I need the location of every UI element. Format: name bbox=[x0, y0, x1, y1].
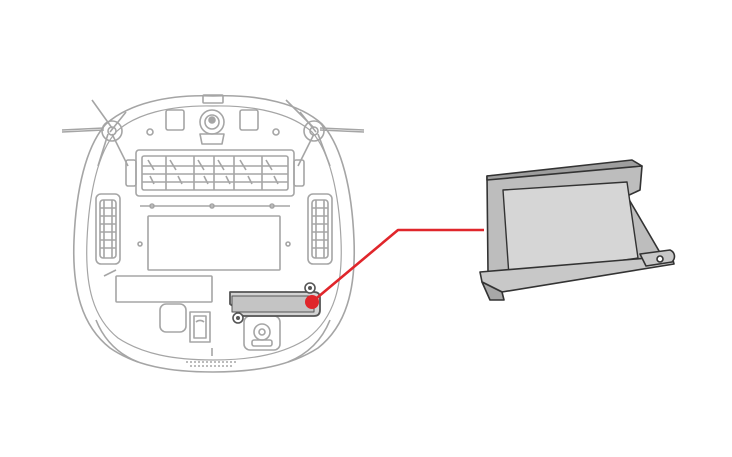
battery-cover bbox=[115, 275, 213, 303]
rear-grille bbox=[186, 361, 238, 367]
label-panel bbox=[147, 215, 281, 271]
part-bottom-edge bbox=[481, 281, 505, 301]
bumper-arc-left bbox=[95, 319, 139, 363]
screw-icon bbox=[146, 128, 154, 136]
screw-icon bbox=[285, 241, 291, 247]
drive-wheel-left bbox=[95, 193, 121, 265]
screw-icon bbox=[149, 203, 155, 209]
part-top-face bbox=[486, 159, 643, 181]
rear-caster bbox=[159, 303, 211, 343]
body-seam bbox=[103, 269, 117, 277]
callout-dot bbox=[305, 295, 319, 309]
bumper-arc-right bbox=[287, 319, 331, 363]
front-bumper-slot bbox=[202, 94, 224, 104]
part-screw-hole-icon bbox=[656, 255, 664, 263]
rear-right-caster bbox=[243, 315, 281, 351]
screw-icon bbox=[269, 203, 275, 209]
drive-wheel-right bbox=[307, 193, 333, 265]
robot-body-outline bbox=[72, 94, 356, 373]
part-inner-panel bbox=[502, 181, 639, 277]
part-base-flange bbox=[479, 255, 675, 293]
top-caster-icon bbox=[165, 109, 259, 145]
removed-cover-part bbox=[479, 159, 676, 301]
side-brush-left bbox=[61, 99, 129, 167]
main-brush-roller bbox=[125, 149, 305, 197]
callout-pointer bbox=[305, 228, 484, 309]
screw-icon bbox=[209, 203, 215, 209]
side-brush-right bbox=[285, 99, 365, 167]
screw-icon bbox=[272, 128, 280, 136]
robot-vacuum-bottom-view bbox=[61, 94, 365, 373]
screw-icon bbox=[137, 241, 143, 247]
